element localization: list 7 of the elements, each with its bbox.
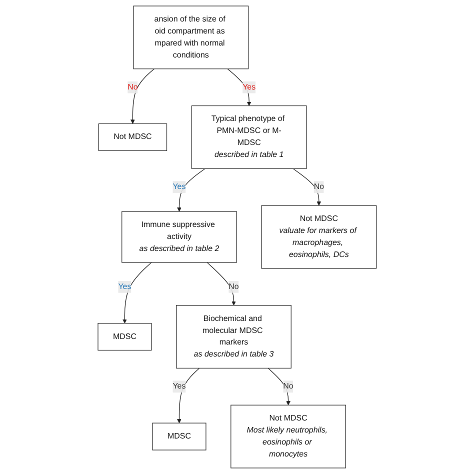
arrow	[206, 262, 236, 306]
arrow	[176, 168, 206, 212]
arrow	[130, 68, 154, 124]
arrow	[176, 368, 200, 424]
arrow	[122, 262, 152, 324]
arrow	[292, 168, 321, 206]
arrow	[268, 368, 290, 406]
